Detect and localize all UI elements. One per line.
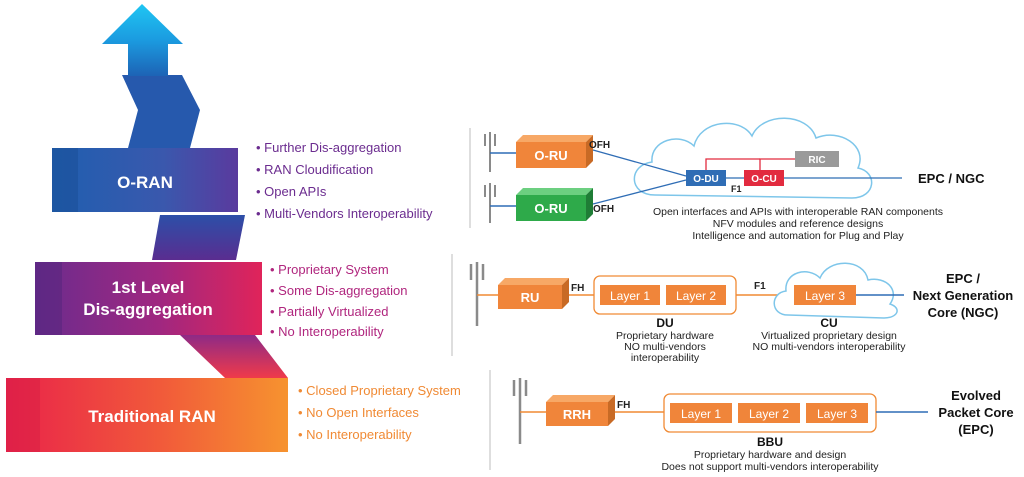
antenna-icon xyxy=(469,262,485,326)
fh-traditional-label: FH xyxy=(617,400,630,411)
up-arrow xyxy=(102,4,183,76)
oran-block-shade xyxy=(52,148,78,212)
oran-stair-label: O-RAN xyxy=(117,173,173,192)
layer2-du-box xyxy=(666,285,726,305)
traditional-bullet-3: • No Interoperability xyxy=(298,427,412,442)
level1-core-line3: Core (NGC) xyxy=(928,305,999,320)
ofh-bottom-label: OFH xyxy=(593,204,614,215)
oran-block xyxy=(52,148,238,212)
du-title: DU xyxy=(656,316,673,330)
layer1-du-label: Layer 1 xyxy=(610,289,650,303)
oran-core-label: EPC / NGC xyxy=(918,171,985,186)
layer2-bbu-box xyxy=(738,403,800,423)
antenna-icon xyxy=(512,378,528,444)
ru-label: RU xyxy=(521,290,540,305)
oran-note-2: NFV modules and reference designs xyxy=(713,218,883,230)
level1-bullets: • Proprietary System • Some Dis-aggregat… xyxy=(270,262,408,339)
traditional-core-line3: (EPC) xyxy=(958,422,993,437)
bbu-title: BBU xyxy=(757,435,783,449)
layer3-cu-box xyxy=(794,285,856,305)
level1-diagram: RU FH Layer 1 Layer 2 F1 Layer 3 EPC / N… xyxy=(469,262,1013,364)
layer3-cu-label: Layer 3 xyxy=(805,289,845,303)
cu-note-2: NO multi-vendors interoperability xyxy=(753,341,907,353)
odu-label: O-DU xyxy=(693,174,719,185)
cu-title: CU xyxy=(820,316,837,330)
riser-oran-to-arrow xyxy=(122,75,200,148)
bbu-group xyxy=(663,393,877,433)
traditional-stair-label: Traditional RAN xyxy=(88,407,216,426)
ru-box xyxy=(498,285,562,309)
du-note-2: NO multi-vendors xyxy=(624,341,706,353)
level1-block xyxy=(35,262,262,335)
ofh-top-label: OFH xyxy=(589,140,610,151)
du-note-3: interoperability xyxy=(631,352,700,364)
rrh-box xyxy=(546,402,608,426)
oran-bullet-3: • Open APIs xyxy=(256,184,327,199)
layer1-bbu-label: Layer 1 xyxy=(681,407,721,421)
f1-oran-label: F1 xyxy=(731,184,742,194)
level1-bullet-4: • No Interoperability xyxy=(270,324,384,339)
traditional-bullet-1: • Closed Proprietary System xyxy=(298,383,461,398)
oru-top-label: O-RU xyxy=(534,148,567,163)
bbu-note-2: Does not support multi-vendors interoper… xyxy=(661,461,879,473)
fh-level1-label: FH xyxy=(571,283,584,294)
level1-core-line1: EPC / xyxy=(946,271,980,286)
riser-traditional-to-level1 xyxy=(180,335,288,378)
traditional-bullets: • Closed Proprietary System • No Open In… xyxy=(298,383,461,442)
oran-bullet-2: • RAN Cloudification xyxy=(256,162,373,177)
rrh-label: RRH xyxy=(563,407,591,422)
oran-note-3: Intelligence and automation for Plug and… xyxy=(692,230,904,242)
layer2-du-label: Layer 2 xyxy=(676,289,716,303)
layer3-bbu-box xyxy=(806,403,868,423)
level1-bullet-1: • Proprietary System xyxy=(270,262,389,277)
ocu-label: O-CU xyxy=(751,174,777,185)
ric-label: RIC xyxy=(808,155,825,166)
du-note-1: Proprietary hardware xyxy=(616,330,714,342)
ric-box xyxy=(795,151,839,167)
traditional-ran-block-shade xyxy=(6,378,40,452)
antenna-icon xyxy=(484,183,496,223)
f1-level1-label: F1 xyxy=(754,281,766,292)
traditional-diagram: RRH FH Layer 1 Layer 2 Layer 3 Evolved P… xyxy=(512,378,1014,473)
antenna-icon xyxy=(484,132,496,172)
bbu-note-1: Proprietary hardware and design xyxy=(694,449,846,461)
traditional-ran-block xyxy=(6,378,288,452)
oran-bullet-1: • Further Dis-aggregation xyxy=(256,140,401,155)
riser-level1-to-oran xyxy=(152,215,245,260)
traditional-bullet-2: • No Open Interfaces xyxy=(298,405,419,420)
level1-core-line2: Next Generation xyxy=(913,288,1013,303)
oran-bullet-4: • Multi-Vendors Interoperability xyxy=(256,206,433,221)
level1-stair-label-line2: Dis-aggregation xyxy=(83,300,212,319)
staircase: O-RAN 1st Level Dis-aggregation Traditio… xyxy=(6,4,288,452)
ocu-box xyxy=(744,170,784,186)
level1-block-shade xyxy=(35,262,62,335)
layer1-du-box xyxy=(600,285,660,305)
layer3-bbu-label: Layer 3 xyxy=(817,407,857,421)
oru-bottom-label: O-RU xyxy=(534,201,567,216)
level1-stair-label-line1: 1st Level xyxy=(112,278,185,297)
oran-diagram: O-RU O-RU OFH OFH O-DU F1 O-CU RIC EPC /… xyxy=(484,117,985,242)
layer2-bbu-label: Layer 2 xyxy=(749,407,789,421)
cu-note-1: Virtualized proprietary design xyxy=(761,330,897,342)
oru-bottom-box xyxy=(516,195,586,221)
level1-bullet-2: • Some Dis-aggregation xyxy=(270,283,408,298)
level1-bullet-3: • Partially Virtualized xyxy=(270,304,388,319)
oru-top-box xyxy=(516,142,586,168)
oran-note-1: Open interfaces and APIs with interopera… xyxy=(653,206,943,218)
oran-bullets: • Further Dis-aggregation • RAN Cloudifi… xyxy=(256,140,433,221)
odu-box xyxy=(686,170,726,186)
layer1-bbu-box xyxy=(670,403,732,423)
traditional-core-line2: Packet Core xyxy=(938,405,1013,420)
traditional-core-line1: Evolved xyxy=(951,388,1001,403)
